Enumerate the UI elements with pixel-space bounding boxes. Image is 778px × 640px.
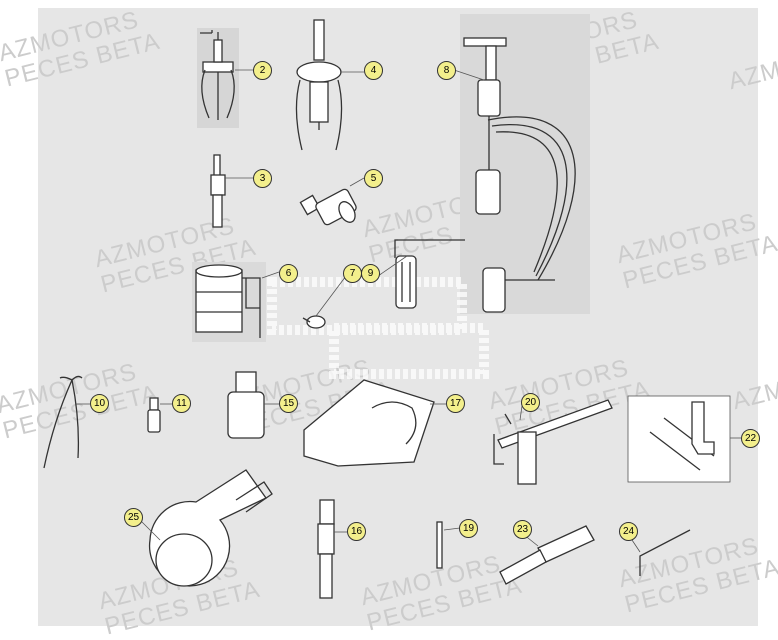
part-20-tool <box>493 399 613 485</box>
part-10-pliers <box>43 375 83 469</box>
part-3-slide-hammer <box>210 154 226 228</box>
part-6-ring-compressor <box>195 264 261 338</box>
callout-9: 9 <box>361 264 380 283</box>
callout-23: 23 <box>513 520 532 539</box>
callout-20: 20 <box>521 393 540 412</box>
part-11-pin <box>147 397 161 433</box>
callout-4: 4 <box>364 61 383 80</box>
callout-24: 24 <box>619 522 638 541</box>
part-4-puller <box>295 19 343 151</box>
part-8-valve-compressor <box>463 37 576 313</box>
callout-16: 16 <box>347 522 366 541</box>
part-23-drift <box>499 525 595 585</box>
part-25-plate <box>148 469 273 587</box>
part-19-pin <box>436 521 443 569</box>
part-15-socket <box>227 371 265 439</box>
sport-way-logo <box>267 277 489 379</box>
part-7-pin <box>302 315 326 329</box>
callout-17: 17 <box>446 394 465 413</box>
callout-3: 3 <box>253 169 272 188</box>
part-16-tool <box>317 499 335 599</box>
callout-10: 10 <box>90 394 109 413</box>
callout-5: 5 <box>364 169 383 188</box>
part-2-puller <box>200 30 235 120</box>
callout-19: 19 <box>459 519 478 538</box>
part-17-holder <box>303 379 435 467</box>
part-5-tool <box>299 188 357 226</box>
callout-7: 7 <box>343 264 362 283</box>
callout-15: 15 <box>279 394 298 413</box>
callout-6: 6 <box>279 264 298 283</box>
callout-25: 25 <box>124 508 143 527</box>
callout-22: 22 <box>741 429 760 448</box>
part-9-filter <box>394 239 465 309</box>
callout-2: 2 <box>253 61 272 80</box>
part-24-hex-key <box>639 529 691 576</box>
part-22-kit <box>627 395 731 483</box>
callout-8: 8 <box>437 61 456 80</box>
callout-11: 11 <box>172 394 191 413</box>
